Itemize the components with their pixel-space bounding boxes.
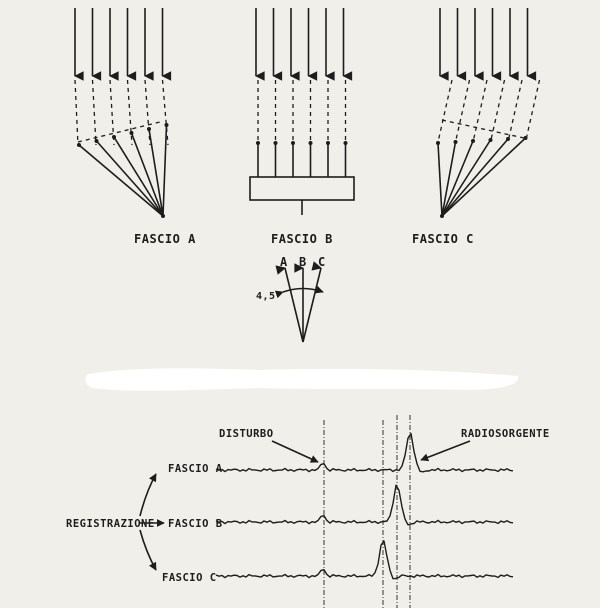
beam-a-incoming-arrows [74, 8, 172, 81]
converging-ray-6 [162, 124, 168, 217]
converging-ray-1 [78, 144, 164, 217]
beam-c-incoming-arrows [439, 8, 537, 81]
dashed-ray-2 [454, 79, 471, 143]
beam-angle-figure: A B C 4,5' [256, 255, 326, 343]
dashed-ray-2 [91, 79, 97, 146]
redacted-caption-area [85, 368, 519, 391]
dashed-ray-3 [472, 79, 488, 143]
beam-c-dashed-rays [437, 79, 541, 143]
converging-ray-2 [95, 140, 164, 217]
dashed-ray-6 [161, 79, 169, 146]
angle-label-a: A [280, 255, 288, 269]
disturbance-pointer [271, 440, 319, 463]
source-pointer [420, 440, 471, 462]
converging-ray-4 [441, 139, 492, 217]
converging-ray-3 [113, 136, 164, 217]
dashed-ray-4 [489, 79, 506, 143]
angle-value-label: 4,5' [256, 291, 282, 302]
angle-label-b: B [299, 255, 307, 269]
dashed-ray-1 [437, 79, 453, 143]
trace-beam-a [215, 432, 514, 473]
beam-b-vertical-rays [256, 141, 348, 177]
beam-b-incoming-arrows [255, 8, 353, 81]
dashed-ray-4 [126, 79, 133, 146]
beam-c-wavefront [441, 119, 525, 139]
converging-ray-6 [441, 137, 527, 217]
registration-arrow-c [139, 529, 157, 571]
beam-a-label: FASCIO A [134, 232, 196, 246]
beam-b-label: FASCIO B [271, 232, 333, 246]
trace-beam-c [215, 540, 514, 580]
converging-ray-5 [441, 138, 509, 217]
trace-c-label: FASCIO C [162, 572, 217, 584]
angle-label-c: C [318, 255, 326, 269]
beam-c-diagram: FASCIO C [412, 8, 541, 246]
source-label: RADIOSORGENTE [461, 428, 550, 440]
dashed-ray-5 [507, 79, 523, 143]
registration-label: REGISTRAZIONE [66, 518, 155, 530]
converging-ray-1 [437, 142, 443, 217]
beam-c-focus-point [440, 214, 444, 218]
beam-a-diagram: FASCIO A [74, 8, 196, 246]
converging-ray-2 [441, 141, 457, 217]
recording-section: DISTURBO RADIOSORGENTE REGISTRAZIONE FAS… [66, 415, 550, 608]
beam-a-focus-point [161, 214, 165, 218]
dashed-ray-1 [74, 79, 79, 146]
beam-a-wavefront [77, 121, 161, 143]
converging-ray-5 [148, 128, 164, 217]
beam-b-combiner-box [249, 176, 355, 201]
beam-a-converging-rays [77, 123, 169, 217]
converging-ray-4 [130, 132, 164, 217]
beam-b-dashed-rays [257, 80, 347, 142]
angle-arc [274, 285, 324, 299]
beam-c-direction-arrow [302, 261, 322, 343]
beam-a-direction-arrow [275, 265, 304, 343]
beam-b-diagram: FASCIO B [249, 8, 355, 246]
converging-ray-3 [441, 140, 474, 217]
dashed-ray-5 [144, 79, 151, 146]
beam-c-converging-rays [436, 136, 528, 217]
trace-b-label: FASCIO B [168, 518, 223, 530]
beam-c-label: FASCIO C [412, 232, 474, 246]
disturbance-label: DISTURBO [219, 428, 274, 440]
dashed-ray-3 [109, 79, 115, 146]
registration-arrow-a [139, 473, 157, 517]
dashed-ray-6 [524, 79, 541, 143]
trace-beam-b [215, 484, 514, 526]
beam-a-dashed-rays [74, 79, 169, 146]
trace-a-label: FASCIO A [168, 463, 223, 475]
